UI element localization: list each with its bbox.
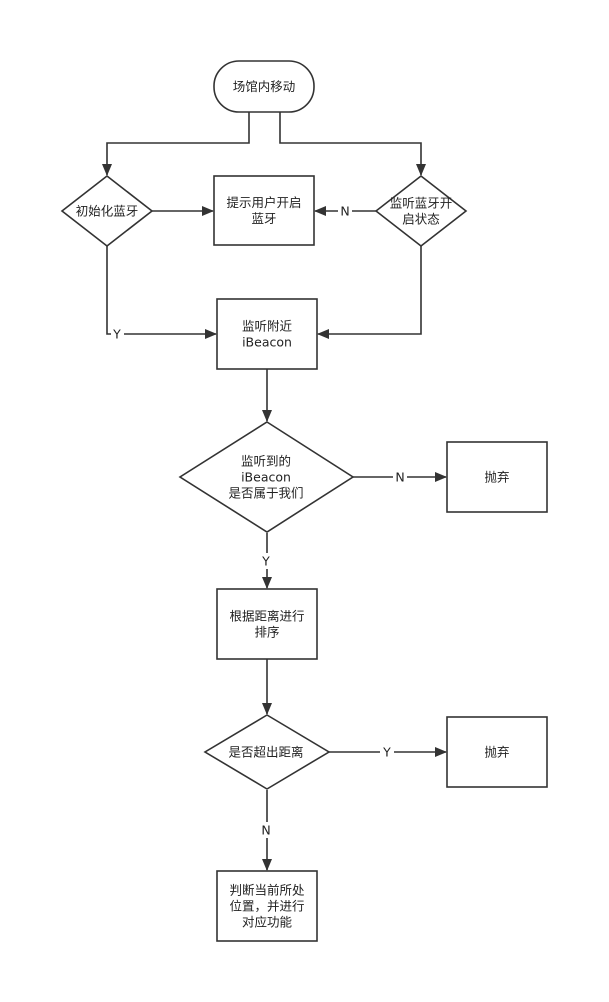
node-final[interactable]: 判断当前所处位置，并进行对应功能 (216, 870, 318, 942)
process-shape (216, 870, 318, 942)
edge-init-bt-to-listen-ibeacon (106, 246, 217, 339)
decision-shape (203, 714, 331, 790)
label-line: 位置，并进行 (229, 899, 304, 914)
node-prompt-user[interactable]: 提示用户开启蓝牙 (213, 175, 315, 246)
label-line: 排序 (254, 625, 279, 640)
node-listen-bluetooth-label: 监听蓝牙开启状态 (390, 196, 453, 227)
label-line: 初始化蓝牙 (76, 204, 139, 219)
label-line: iBeacon (241, 470, 291, 485)
node-distance-check-label: 是否超出距离 (228, 745, 303, 760)
edge-label-listen-to-prompt: N (340, 204, 349, 219)
label-line: iBeacon (242, 335, 292, 350)
label-line: 场馆内移动 (233, 79, 296, 94)
edge-label-distance-to-final: N (261, 823, 270, 838)
node-final-label: 判断当前所处位置，并进行对应功能 (229, 883, 305, 930)
label-line: 提示用户开启 (226, 195, 301, 210)
node-discard-1-label: 抛弃 (484, 470, 509, 485)
decision-shape (60, 174, 154, 248)
node-distance-check[interactable]: 是否超出距离 (203, 714, 331, 790)
process-shape (216, 298, 318, 370)
node-sort[interactable]: 根据距离进行排序 (216, 588, 318, 660)
node-sort-label: 根据距离进行排序 (229, 609, 304, 640)
node-listen-bluetooth[interactable]: 监听蓝牙开启状态 (374, 174, 468, 248)
node-init-bluetooth-label: 初始化蓝牙 (76, 204, 139, 219)
node-init-bluetooth[interactable]: 初始化蓝牙 (60, 174, 154, 248)
label-line: 是否属于我们 (228, 486, 303, 501)
edge-label-belongs-to-sort: Y (261, 554, 270, 569)
node-discard-2[interactable]: 抛弃 (446, 716, 548, 788)
node-start-label: 场馆内移动 (233, 79, 296, 94)
node-discard-1[interactable]: 抛弃 (446, 441, 548, 513)
label-line: 启状态 (402, 212, 440, 227)
label-line: 判断当前所处 (229, 883, 305, 898)
node-prompt-user-label: 提示用户开启蓝牙 (226, 195, 301, 226)
decision-shape (178, 421, 355, 533)
process-shape (216, 588, 318, 660)
process-shape (213, 175, 315, 246)
node-discard-2-label: 抛弃 (484, 745, 509, 760)
label-line: 对应功能 (242, 915, 293, 930)
edge-listen-bt-to-listen-ibeacon (317, 246, 422, 339)
label-line: 根据距离进行 (229, 609, 304, 624)
label-line: 监听附近 (242, 319, 293, 334)
edge-label-distance-to-discard: Y (382, 745, 391, 760)
edges (102, 112, 447, 871)
label-line: 监听到的 (241, 454, 291, 469)
edge-start-to-listen-bt (279, 112, 426, 176)
decision-shape (374, 174, 468, 248)
label-line: 监听蓝牙开 (390, 196, 453, 211)
edge-label-belongs-to-discard: N (395, 470, 404, 485)
label-line: 抛弃 (484, 470, 509, 485)
edge-start-to-init-bt (102, 112, 250, 176)
edge-labels: N Y N Y Y N (111, 203, 407, 838)
node-start[interactable]: 场馆内移动 (213, 60, 315, 113)
label-line: 抛弃 (484, 745, 509, 760)
label-line: 蓝牙 (251, 211, 276, 226)
process-shape (446, 716, 548, 788)
terminal-shape (213, 60, 315, 113)
process-shape (446, 441, 548, 513)
edge-label-init-to-listen-ibeacon: Y (112, 327, 121, 342)
label-line: 是否超出距离 (228, 745, 303, 760)
